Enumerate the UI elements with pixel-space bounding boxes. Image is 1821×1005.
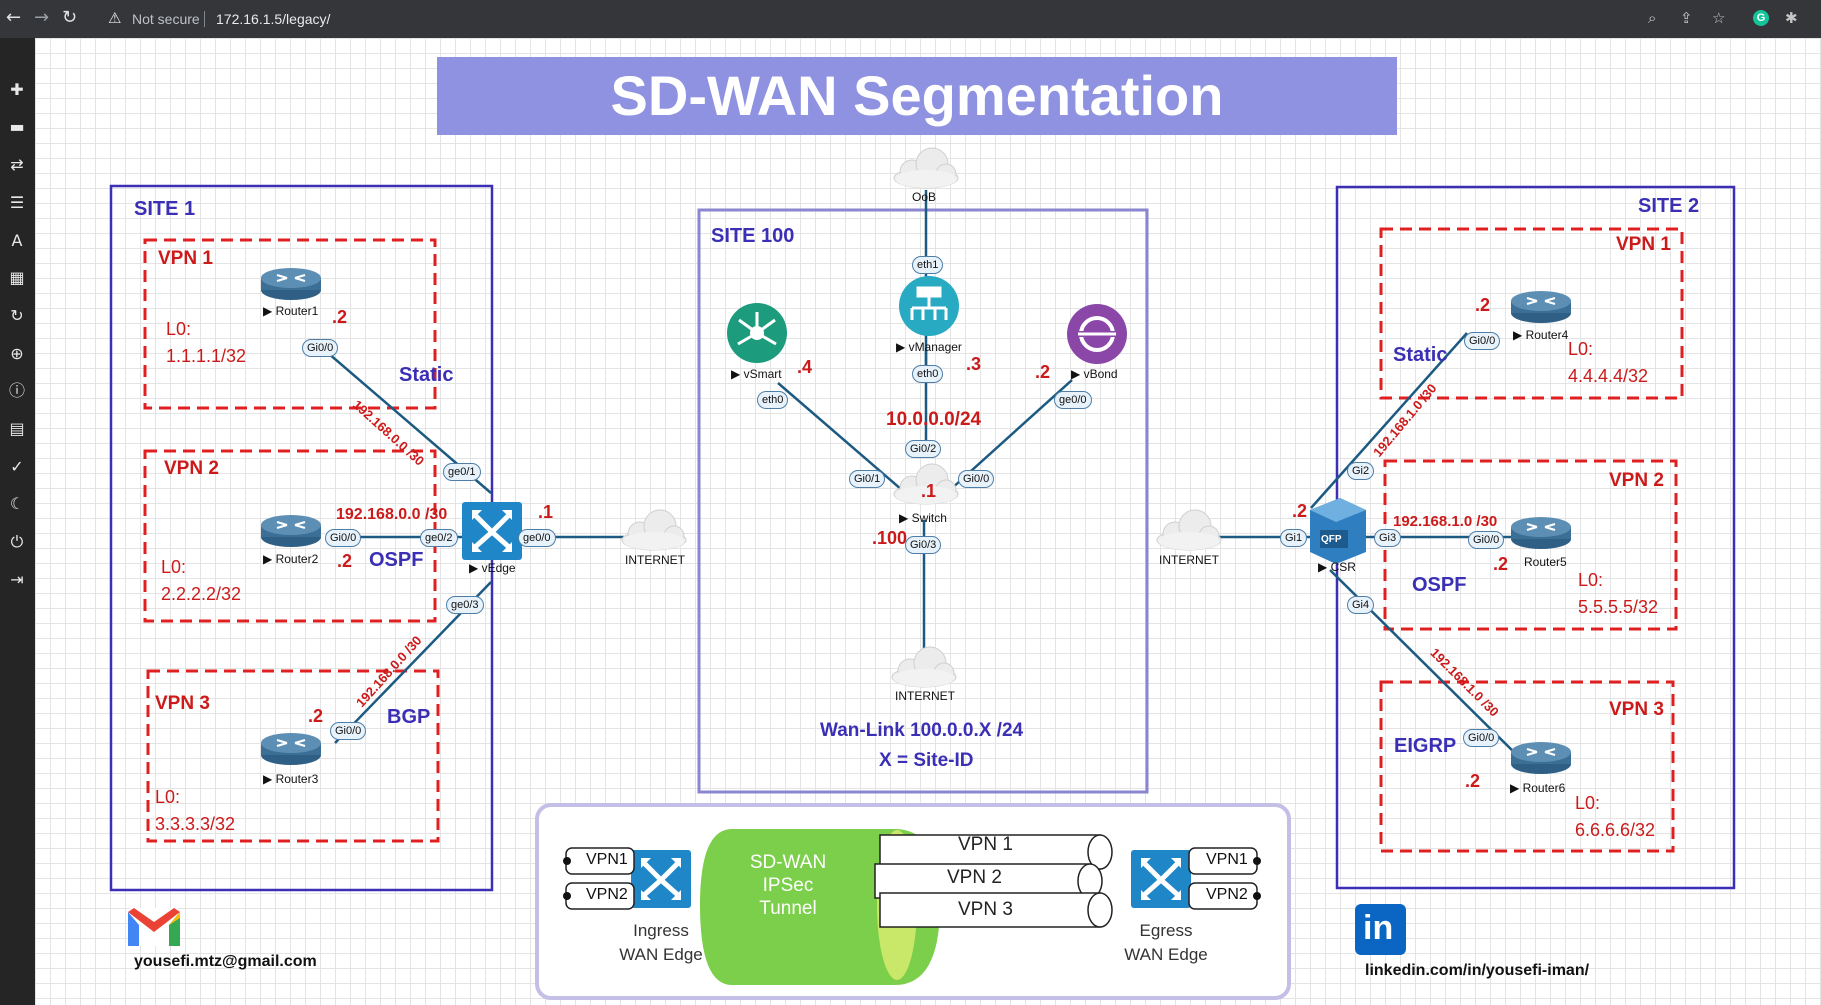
vbond-icon	[1067, 304, 1127, 364]
ingress-vedge-icon	[631, 850, 691, 908]
link-csr-r4	[1310, 332, 1468, 509]
egress-vedge-icon	[1131, 850, 1191, 908]
router5-icon	[1509, 515, 1573, 551]
browser-toolbar: ← → ↻ ⚠ Not secure 172.16.1.5/legacy/ ⌕ …	[0, 0, 1821, 38]
power-icon[interactable]: ⏻	[10, 532, 24, 551]
add-icon[interactable]: ✚	[10, 80, 24, 99]
cloud-internet-site1	[621, 509, 687, 551]
text-icon[interactable]: A	[11, 231, 23, 250]
address-separator	[204, 11, 205, 27]
tool-sidebar: ✚ ▬ ⇄ ☰ A ▦ ↻ ⊕ ⓘ ▤ ✓ ☾ ⏻ ⇥	[0, 38, 35, 1005]
url-text[interactable]: 172.16.1.5/legacy/	[216, 11, 331, 27]
grid-icon[interactable]: ▦	[9, 268, 25, 287]
refresh-icon[interactable]: ↻	[10, 306, 24, 325]
link-r3-vedge	[334, 581, 492, 744]
router4-icon	[1509, 289, 1573, 325]
site2-vpn3-box	[1379, 680, 1675, 853]
storage-icon[interactable]: ▬	[9, 117, 25, 136]
reload-icon[interactable]: ↻	[62, 7, 78, 28]
check-circle-icon[interactable]: ✓	[10, 457, 24, 476]
puzzle-icon[interactable]: ✱	[1785, 9, 1798, 27]
bookmark-star-icon[interactable]: ☆	[1712, 9, 1726, 27]
csr-icon	[1310, 498, 1366, 564]
logout-icon[interactable]: ⇥	[10, 570, 24, 589]
site100-border	[697, 208, 1149, 794]
swap-icon[interactable]: ⇄	[10, 155, 24, 174]
cloud-internet-site2	[1156, 509, 1222, 551]
legend-pipes	[874, 834, 1113, 928]
switch-cloud	[893, 463, 959, 505]
vmanager-icon	[899, 276, 959, 336]
address-bar[interactable]: ⚠ Not secure 172.16.1.5/legacy/	[100, 4, 1800, 34]
zoom-icon[interactable]: ⌕	[1648, 9, 1657, 27]
share-icon[interactable]: ⇪	[1680, 9, 1693, 27]
back-icon[interactable]: ←	[6, 7, 22, 28]
link-vbond-switch	[949, 379, 1073, 491]
gmail-icon	[128, 908, 180, 946]
zoom-in-icon[interactable]: ⊕	[10, 344, 24, 363]
site2-vpn1-box	[1379, 227, 1684, 400]
router3-icon	[259, 731, 323, 767]
site1-vpn2-box	[143, 449, 437, 623]
cloud-oob	[893, 147, 959, 189]
grammarly-icon[interactable]: G	[1753, 10, 1769, 26]
topology-canvas[interactable]	[35, 38, 1821, 1005]
site1-vpn1-box	[143, 238, 437, 410]
security-label[interactable]: Not secure	[132, 11, 200, 27]
align-icon[interactable]: ☰	[9, 193, 25, 212]
link-vsmart-switch	[777, 382, 903, 491]
vedge-icon	[462, 502, 522, 560]
warning-icon[interactable]: ⚠	[108, 9, 122, 27]
forward-icon[interactable]: →	[34, 7, 50, 28]
cloud-internet-site100	[891, 646, 957, 688]
title-banner	[437, 57, 1397, 135]
site1-vpn3-box	[146, 669, 440, 843]
linkedin-icon	[1355, 904, 1406, 955]
moon-icon[interactable]: ☾	[9, 494, 25, 513]
router1-icon	[259, 266, 323, 302]
vsmart-icon	[727, 303, 787, 363]
link-csr-r6	[1329, 569, 1529, 767]
list-icon[interactable]: ▤	[9, 419, 25, 438]
router2-icon	[259, 513, 323, 549]
router6-icon	[1509, 740, 1573, 776]
topology-diagram	[109, 57, 1736, 1000]
link-r1-vedge	[320, 346, 492, 494]
info-icon[interactable]: ⓘ	[8, 381, 25, 400]
